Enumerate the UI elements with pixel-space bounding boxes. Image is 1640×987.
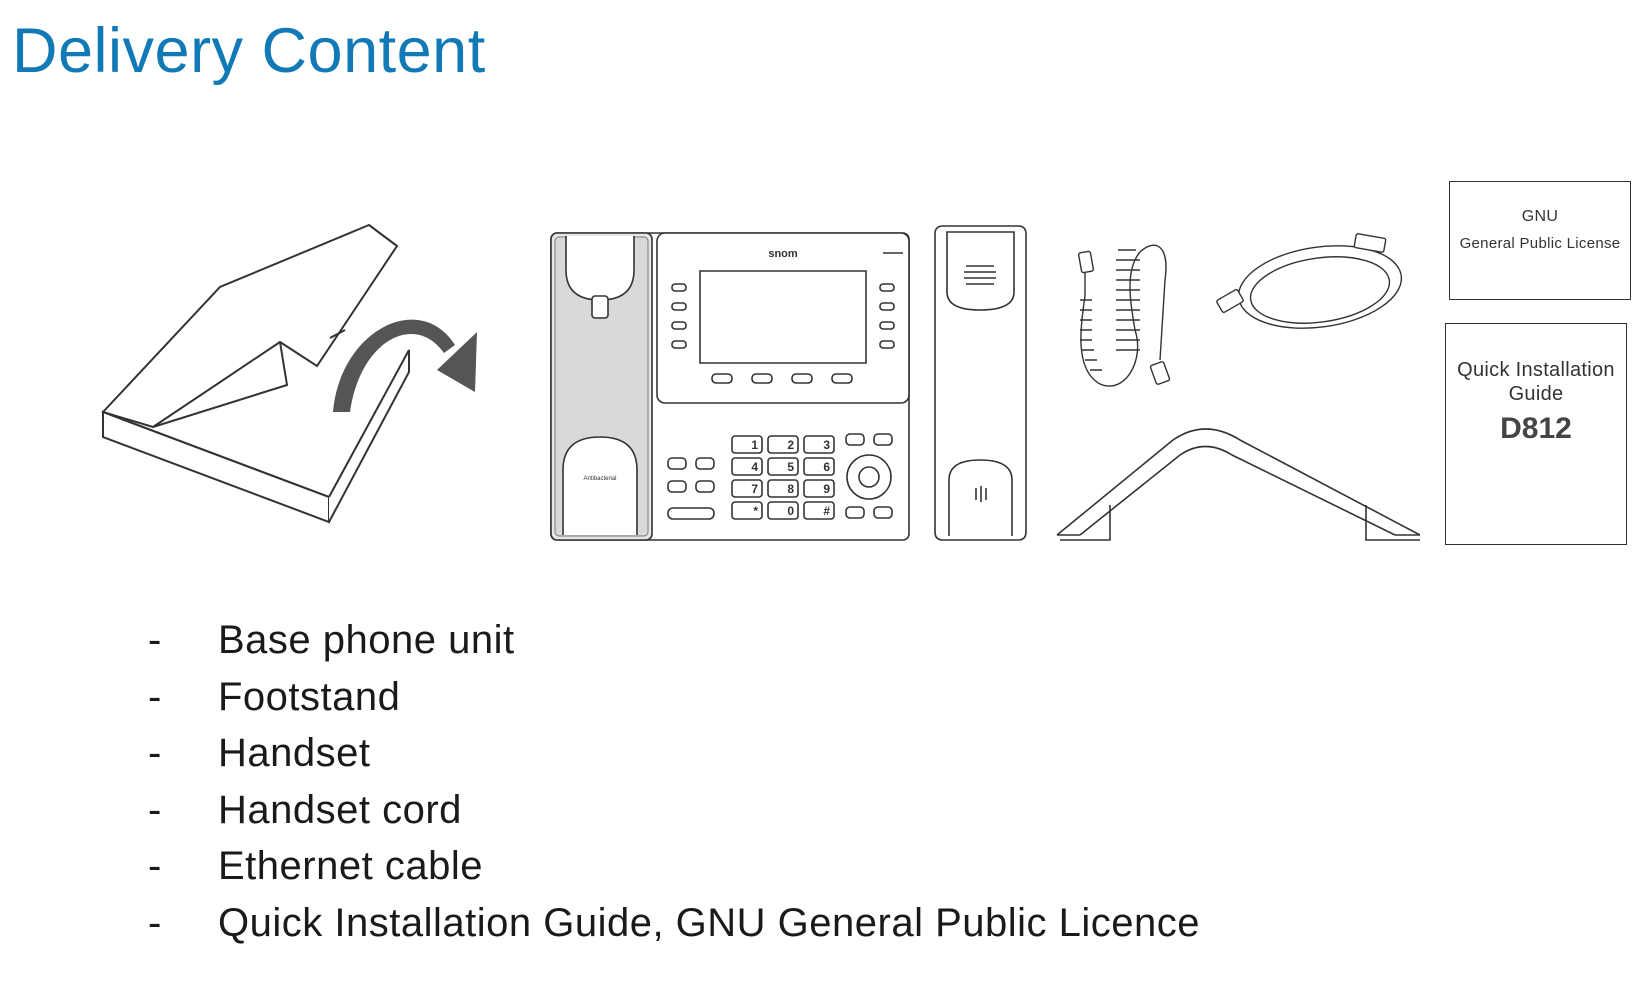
ethernet-cable-illustration	[1216, 234, 1407, 339]
svg-text:5: 5	[787, 460, 794, 474]
svg-text:0: 0	[787, 504, 794, 518]
delivery-illustration: Antibacterial snom	[0, 160, 1640, 560]
footstand-illustration	[1057, 429, 1420, 540]
svg-text:1: 1	[751, 438, 758, 452]
svg-text:9: 9	[823, 482, 830, 496]
svg-text:#: #	[823, 504, 830, 518]
svg-text:2: 2	[787, 438, 794, 452]
list-item-label: Ethernet cable	[218, 844, 483, 888]
svg-text:7: 7	[751, 482, 758, 496]
handset-cord-illustration	[1078, 245, 1170, 386]
curved-arrow-icon	[333, 319, 477, 412]
svg-text:3: 3	[823, 438, 830, 452]
base-phone-unit-illustration: Antibacterial snom	[551, 233, 909, 540]
antibacterial-sticker: Antibacterial	[583, 476, 616, 482]
list-item-label: Quick Installation Guide, GNU General Pu…	[218, 900, 1201, 945]
handset-illustration	[935, 226, 1026, 540]
list-bullet: -	[148, 731, 162, 775]
list-item-label: Handset	[218, 731, 371, 775]
svg-text:*: *	[753, 504, 758, 518]
list-bullet: -	[148, 674, 162, 719]
list-item: - Ethernet cable	[148, 844, 1200, 901]
list-bullet: -	[148, 787, 162, 832]
svg-text:4: 4	[751, 460, 758, 474]
quick-installation-guide-card: Quick Installation Guide D812	[1445, 323, 1627, 545]
gpl-card-line1: GNU	[1521, 208, 1559, 225]
list-item-label: Handset cord	[218, 787, 462, 832]
list-item: - Handset cord	[148, 788, 1200, 845]
list-item: - Base phone unit	[148, 618, 1200, 675]
list-item: - Handset	[148, 731, 1200, 788]
delivery-content-list: - Base phone unit - Footstand - Handset …	[148, 618, 1200, 957]
svg-text:8: 8	[787, 482, 794, 496]
list-bullet: -	[148, 900, 162, 945]
list-bullet: -	[148, 844, 162, 888]
svg-text:6: 6	[823, 460, 830, 474]
open-box-illustration	[103, 225, 409, 522]
list-bullet: -	[148, 618, 162, 662]
phone-brand-logo: snom	[768, 248, 798, 260]
list-item-label: Footstand	[218, 674, 401, 719]
gpl-license-card: GNU General Public License	[1449, 181, 1631, 300]
list-item: - Quick Installation Guide, GNU General …	[148, 901, 1200, 958]
gpl-card-line2: General Public License	[1459, 235, 1621, 252]
qig-card-title: Quick Installation Guide	[1457, 359, 1615, 405]
list-item: - Footstand	[148, 675, 1200, 732]
qig-card-model: D812	[1500, 412, 1572, 445]
keypad-labels: 1 2 3 4 5 6 7 8 9 * 0 #	[751, 438, 830, 518]
page-title: Delivery Content	[12, 16, 486, 86]
list-item-label: Base phone unit	[218, 618, 515, 662]
